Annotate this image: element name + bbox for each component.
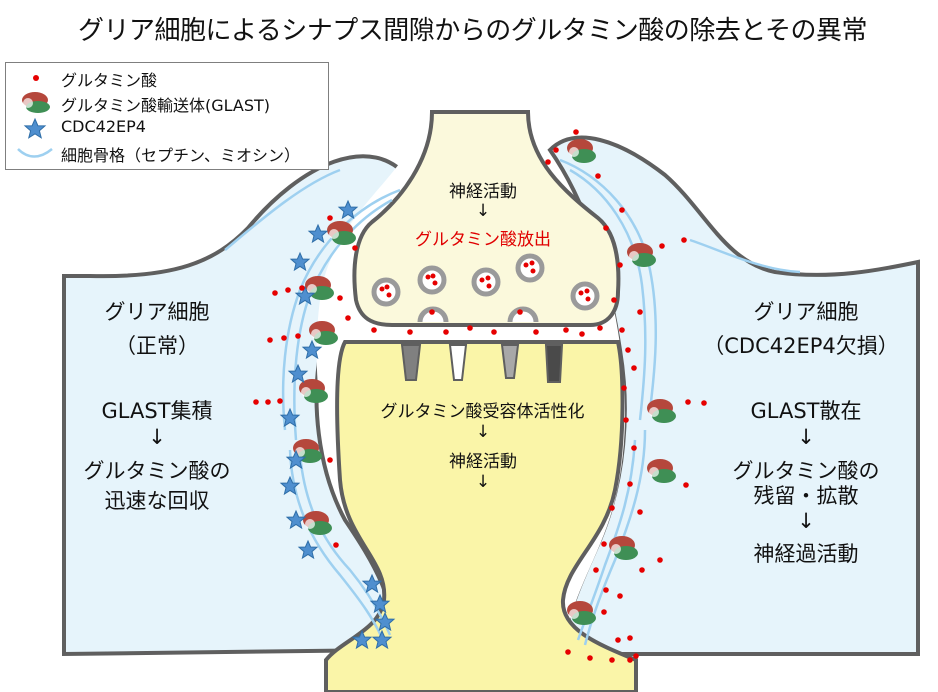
left-glia-title2: （正常） xyxy=(115,334,199,358)
right-glia-line4: 神経過活動 xyxy=(753,542,859,566)
right-glia-title1: グリア細胞 xyxy=(753,300,859,324)
right-glia-arrow2: ↓ xyxy=(797,509,815,533)
postsynaptic-arrow1: ↓ xyxy=(475,422,491,442)
glutamate-cleft-right xyxy=(371,129,707,663)
legend-item-cdc42ep4: CDC42EP4 xyxy=(6,116,328,140)
presynaptic-line2: グルタミン酸放出 xyxy=(415,230,551,250)
glutamate-receptors xyxy=(400,344,564,383)
postsynaptic-line2: 神経活動 xyxy=(449,452,517,472)
left-glia-line3: 迅速な回収 xyxy=(104,489,210,513)
star-icon xyxy=(23,117,47,139)
legend-item-glutamate: グルタミン酸 xyxy=(6,66,328,90)
left-glia-line1: GLAST集積 xyxy=(101,399,213,423)
legend-item-cytoskeleton: 細胞骨格（セプチン、ミオシン） xyxy=(6,141,328,165)
glutamate-dot-icon xyxy=(33,75,39,81)
right-glia-line2: グルタミン酸の xyxy=(732,459,880,483)
glutamate-left xyxy=(253,215,358,548)
left-glia-arrow: ↓ xyxy=(148,425,166,449)
postsynaptic-line1: グルタミン酸受容体活性化 xyxy=(380,402,585,422)
legend-item-glast: グルタミン酸輸送体(GLAST) xyxy=(6,91,328,115)
cytoskeleton-line-icon xyxy=(17,148,53,158)
presynaptic-arrow: ↓ xyxy=(475,201,491,221)
left-glia-title1: グリア細胞 xyxy=(104,300,210,324)
right-glia-title2: （CDC42EP4欠損） xyxy=(703,334,899,358)
glast-left-cluster xyxy=(293,221,356,535)
glast-protein-icon xyxy=(22,92,50,113)
right-glia-line3: 残留・拡散 xyxy=(753,484,859,508)
synaptic-vesicles xyxy=(371,253,600,323)
right-glia-arrow1: ↓ xyxy=(797,425,815,449)
page-title: グリア細胞によるシナプス間隙からのグルタミン酸の除去とその異常 xyxy=(78,16,867,46)
right-glia-line1: GLAST散在 xyxy=(750,399,862,423)
glast-right-scattered xyxy=(567,139,676,625)
presynaptic-line1: 神経活動 xyxy=(449,182,517,202)
legend: グルタミン酸 グルタミン酸輸送体(GLAST) CDC42EP4 細胞骨格（セプ… xyxy=(5,62,329,170)
vesicle-glutamate xyxy=(379,260,591,302)
postsynaptic-arrow2: ↓ xyxy=(475,472,491,492)
postsynaptic-spine xyxy=(324,340,638,692)
left-glia-line2: グルタミン酸の xyxy=(83,459,231,483)
